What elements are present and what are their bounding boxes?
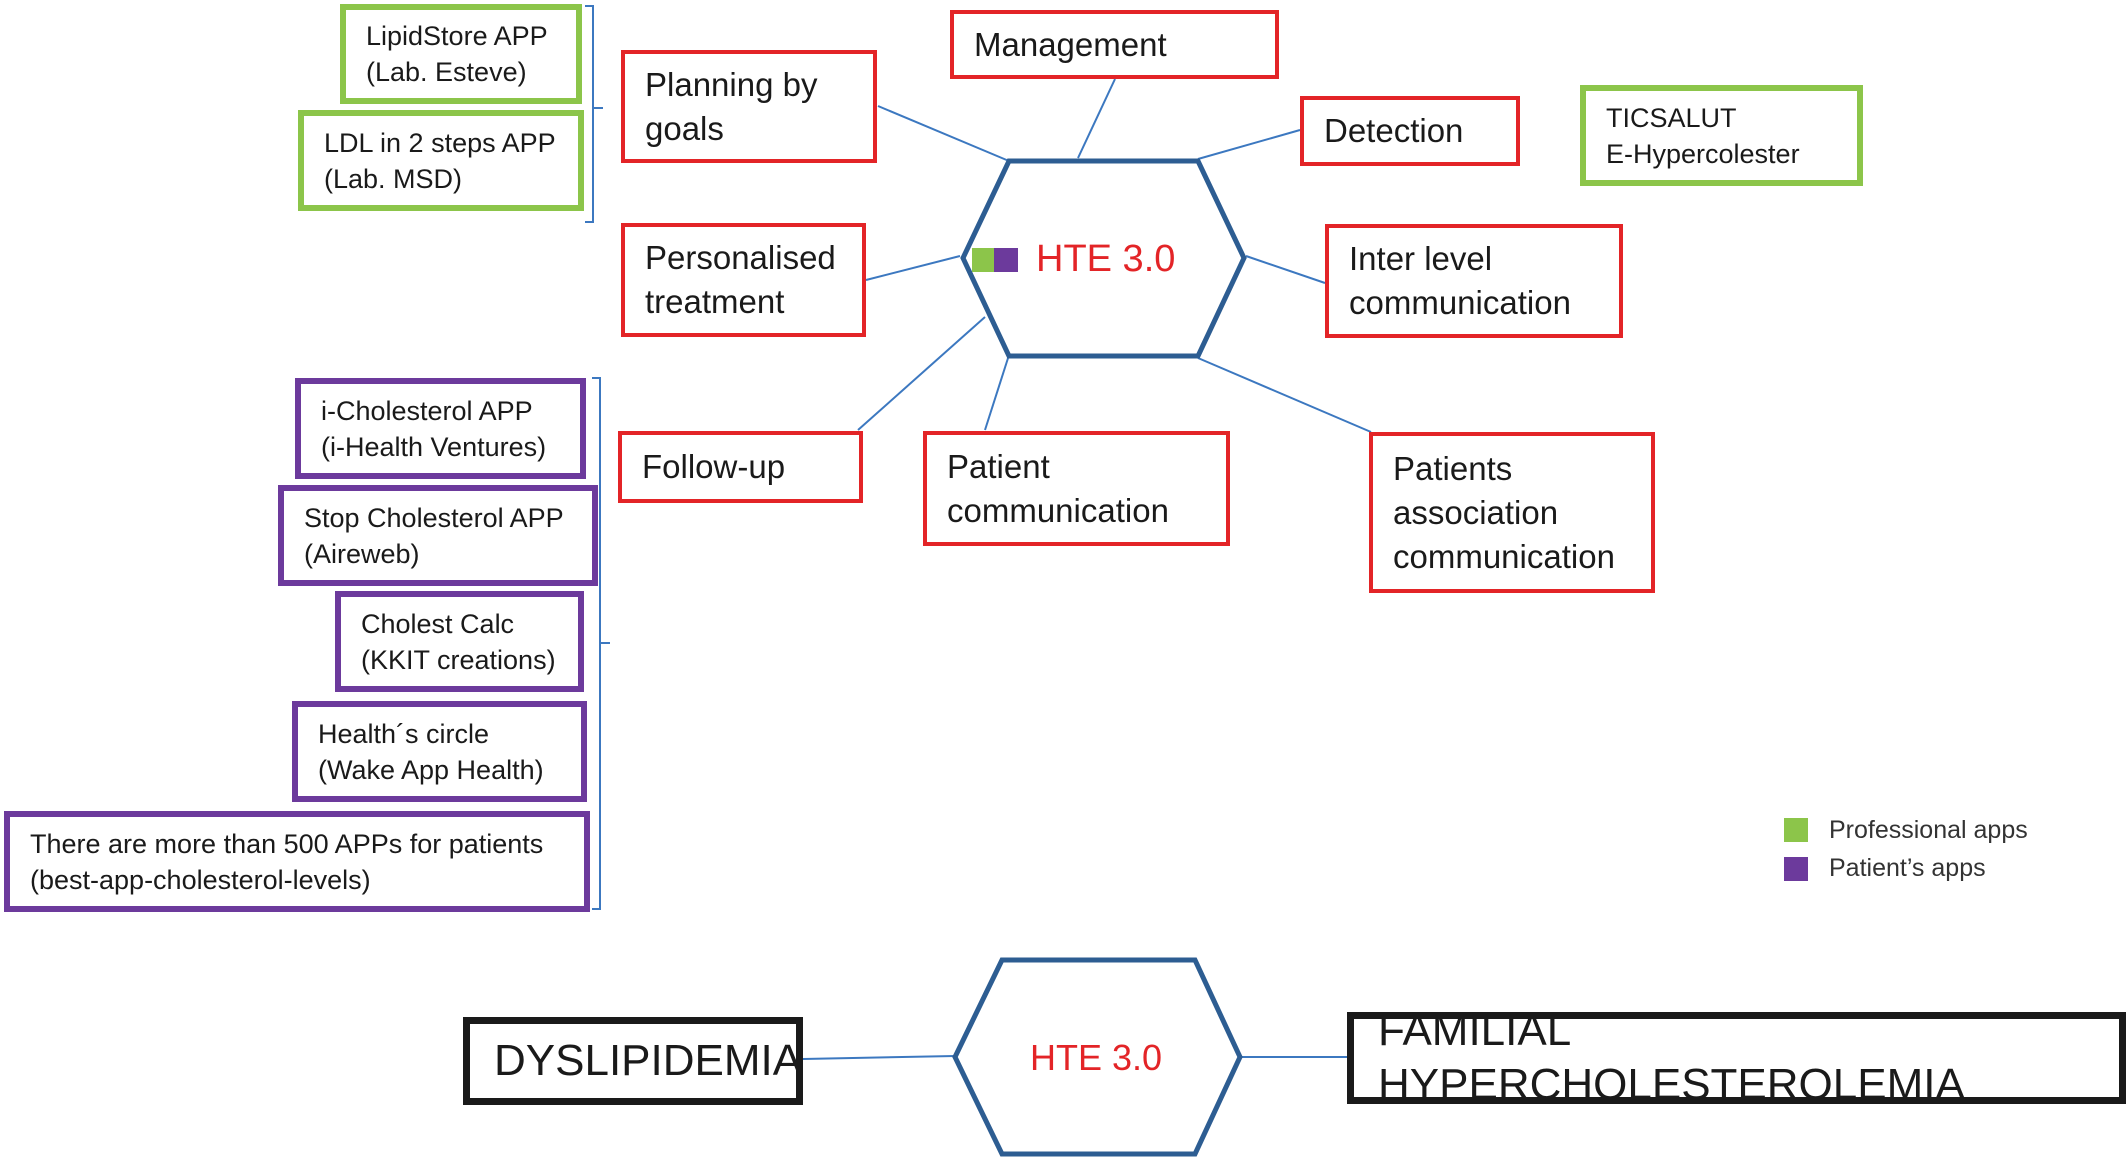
connector-dyslipidemia — [802, 1055, 956, 1060]
hte-hexagon-bottom — [952, 957, 1243, 1157]
connector-followup — [857, 316, 986, 431]
detection-box: Detection — [1300, 96, 1520, 166]
connector-management — [1077, 78, 1116, 159]
legend-professional-label: Professional apps — [1829, 816, 2028, 844]
lipidstore-label: LipidStore APP (Lab. Esteve) — [366, 21, 548, 87]
patient-app-marker — [994, 248, 1018, 272]
patient-comm-label: Patient communication — [947, 447, 1169, 529]
planning-box: Planning by goals — [621, 50, 877, 163]
interlevel-box: Inter level communication — [1325, 224, 1623, 338]
icholesterol-box: i-Cholesterol APP (i-Health Ventures) — [295, 378, 586, 479]
lipidstore-box: LipidStore APP (Lab. Esteve) — [340, 4, 582, 104]
patients-assoc-box: Patients association communication — [1369, 432, 1655, 593]
connector-patients-assoc — [1197, 357, 1372, 433]
patients-assoc-label: Patients association communication — [1393, 449, 1615, 575]
dyslipidemia-box: DYSLIPIDEMIA — [463, 1017, 803, 1105]
followup-box: Follow-up — [618, 431, 863, 503]
legend-professional-swatch — [1784, 818, 1808, 842]
followup-label: Follow-up — [642, 448, 786, 485]
legend-patient-label: Patient’s apps — [1829, 854, 1986, 882]
ticsalut-box: TICSALUT E-Hypercolester — [1580, 85, 1863, 186]
hte-hexagon — [960, 158, 1247, 359]
stop-cholesterol-label: Stop Cholesterol APP (Aireweb) — [304, 502, 564, 569]
connector-detection — [1197, 129, 1301, 160]
bracket-professional — [585, 5, 603, 223]
dyslipidemia-label: DYSLIPIDEMIA — [494, 1036, 803, 1085]
legend-patient-swatch — [1784, 857, 1808, 881]
patient-comm-box: Patient communication — [923, 431, 1230, 546]
familial-label: FAMILIAL HYPERCHOLESTEROLEMIA — [1378, 1006, 1965, 1109]
icholesterol-label: i-Cholesterol APP (i-Health Ventures) — [321, 395, 547, 462]
connector-personalised — [865, 255, 961, 281]
health-circle-label: Health´s circle (Wake App Health) — [318, 718, 544, 785]
connector-patient-comm — [984, 354, 1010, 431]
management-box: Management — [950, 10, 1279, 79]
hte-label-bottom: HTE 3.0 — [1030, 1037, 1163, 1078]
health-circle-box: Health´s circle (Wake App Health) — [292, 701, 587, 802]
ldl-label: LDL in 2 steps APP (Lab. MSD) — [324, 127, 556, 194]
bracket-patient — [592, 377, 610, 910]
management-label: Management — [974, 25, 1167, 63]
professional-app-marker — [972, 248, 994, 272]
personalised-box: Personalised treatment — [621, 223, 866, 337]
ticsalut-label: TICSALUT E-Hypercolester — [1606, 102, 1800, 169]
hte-label: HTE 3.0 — [1036, 238, 1176, 280]
familial-box: FAMILIAL HYPERCHOLESTEROLEMIA — [1347, 1006, 2126, 1109]
cholest-calc-box: Cholest Calc (KKIT creations) — [335, 591, 584, 692]
personalised-label: Personalised treatment — [645, 239, 836, 320]
more-apps-box: There are more than 500 APPs for patient… — [4, 811, 590, 912]
detection-label: Detection — [1324, 112, 1464, 149]
stop-cholesterol-box: Stop Cholesterol APP (Aireweb) — [278, 485, 598, 586]
connector-planning — [877, 105, 1010, 162]
planning-label: Planning by goals — [645, 65, 818, 147]
connector-interlevel — [1245, 255, 1326, 284]
cholest-calc-label: Cholest Calc (KKIT creations) — [361, 608, 556, 675]
ldl-box: LDL in 2 steps APP (Lab. MSD) — [298, 110, 584, 211]
more-apps-label: There are more than 500 APPs for patient… — [30, 828, 544, 895]
interlevel-label: Inter level communication — [1349, 240, 1571, 321]
